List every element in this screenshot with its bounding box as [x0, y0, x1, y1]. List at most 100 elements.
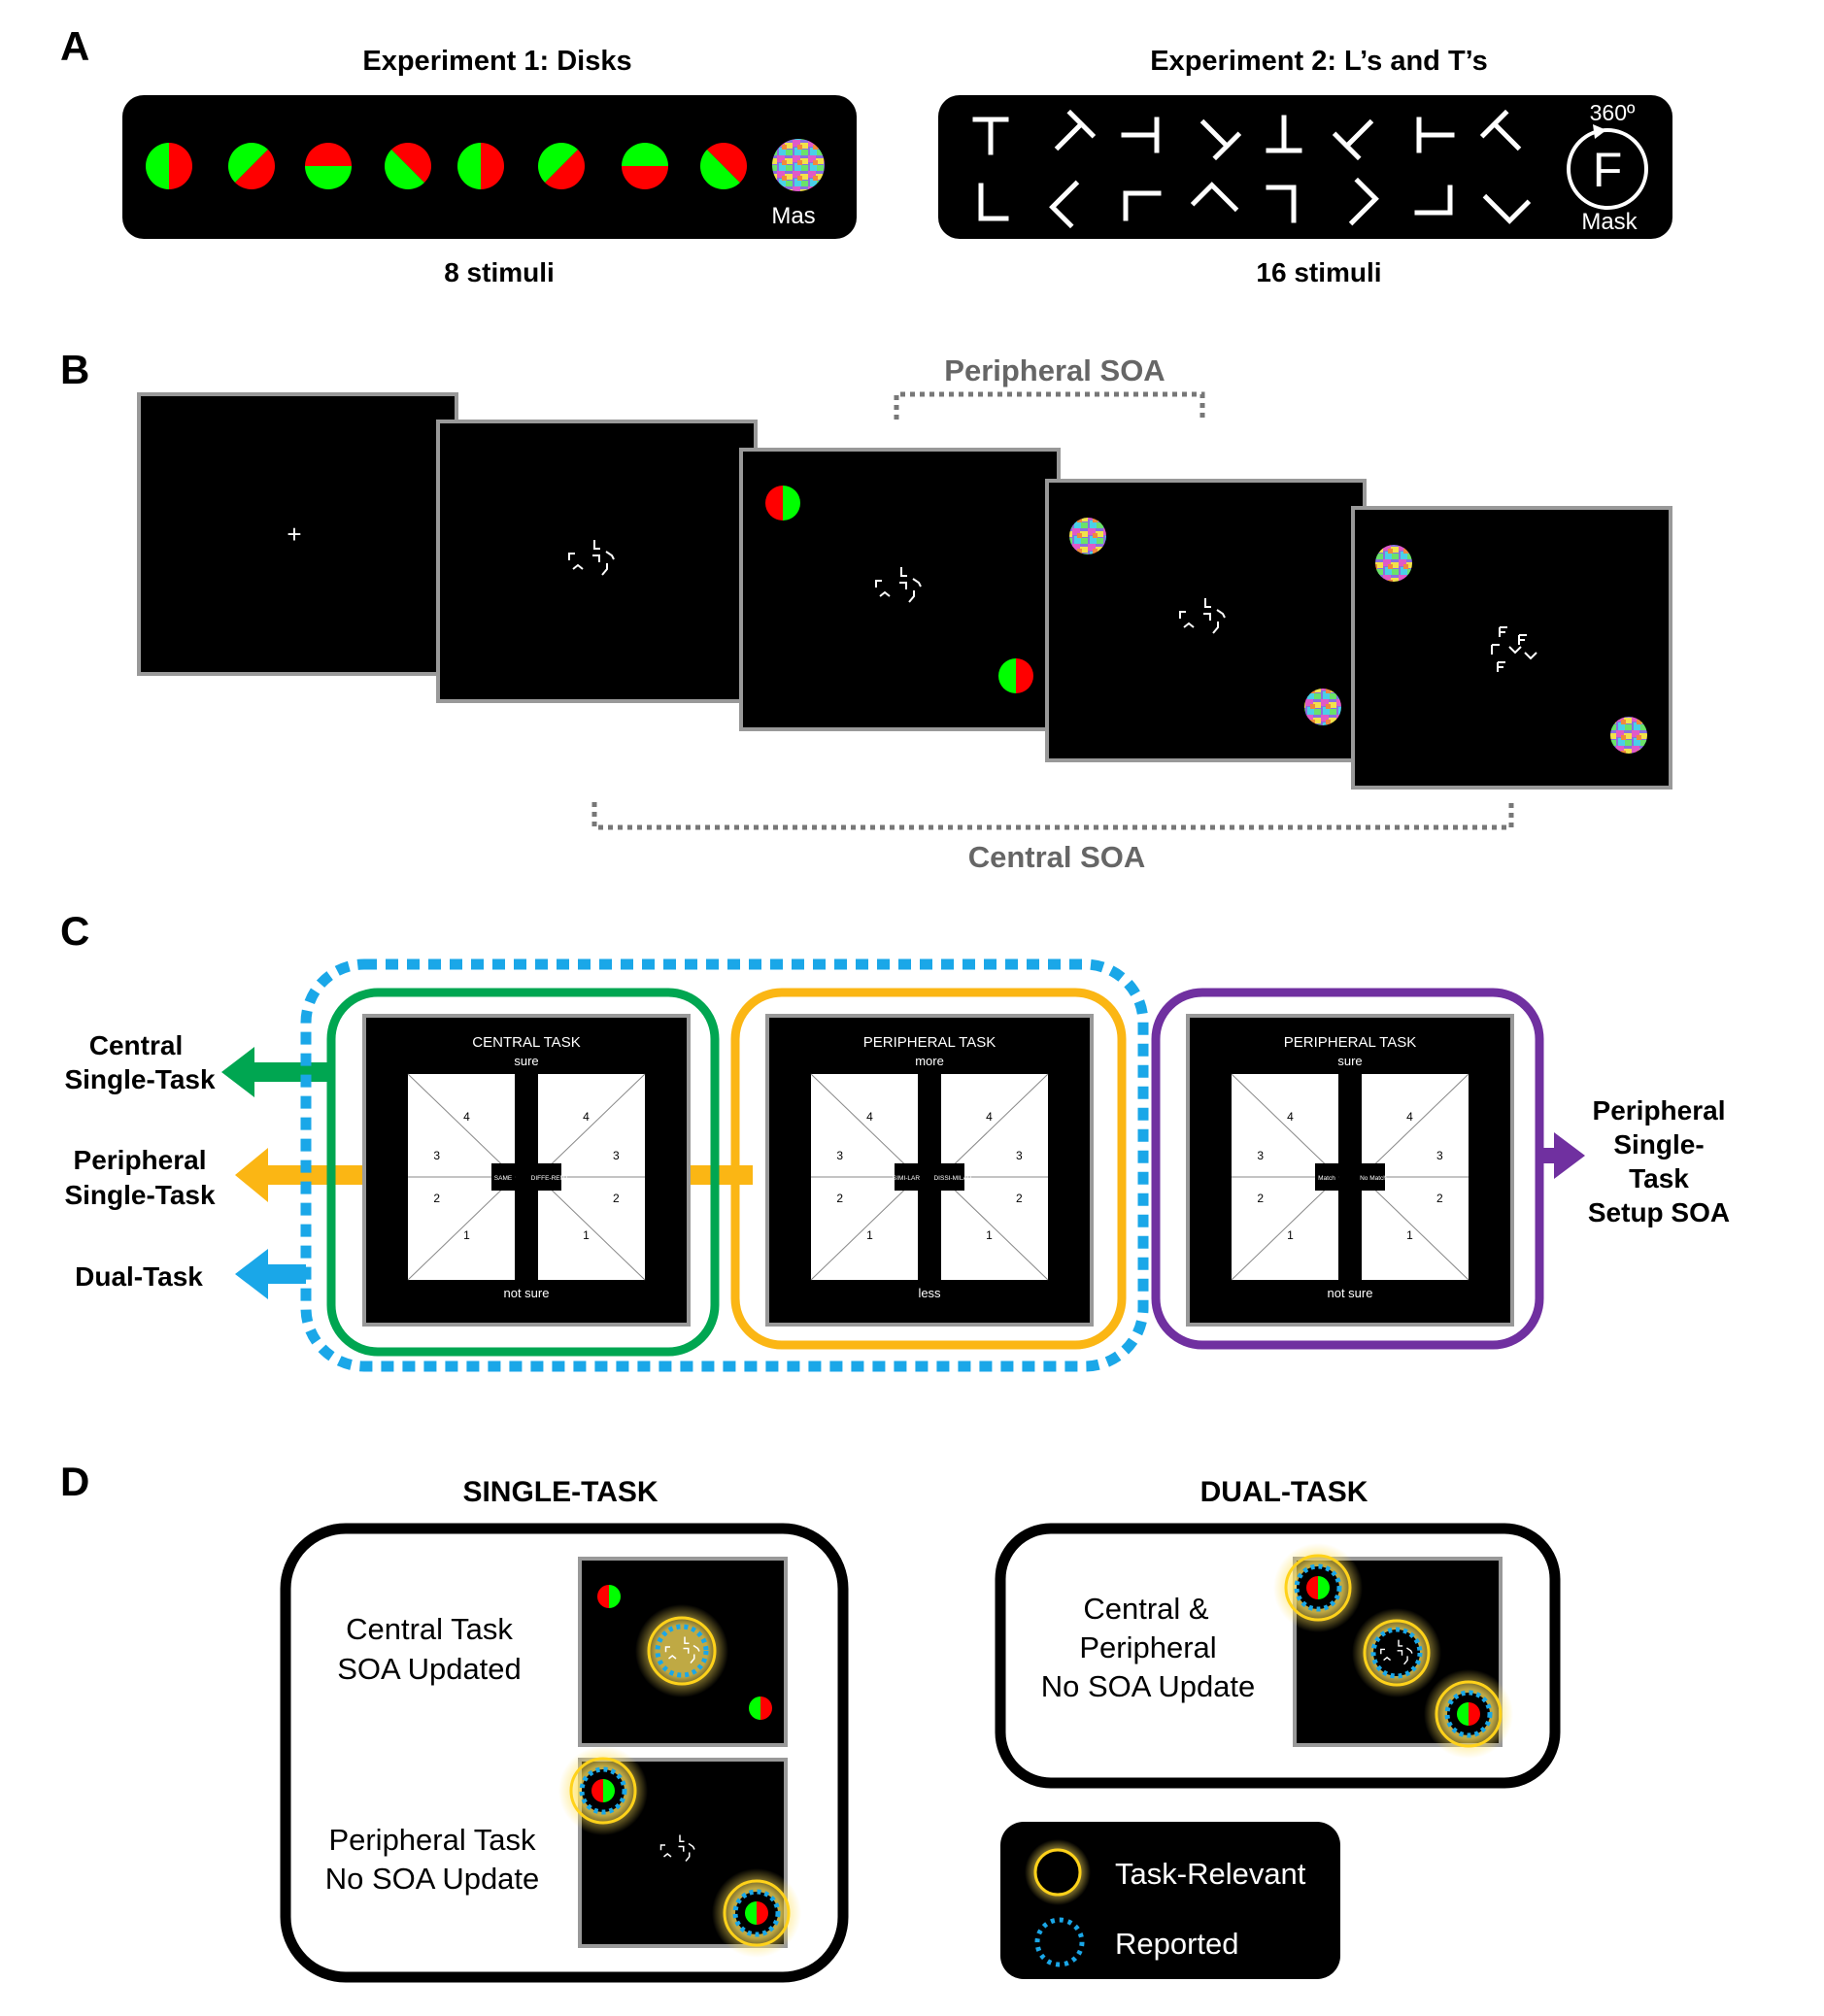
peripheral-setup-outline — [1151, 988, 1544, 1350]
dual-task-outline — [300, 958, 1149, 1372]
confidence-level: 3 — [1257, 1149, 1264, 1162]
confidence-level: 1 — [1287, 1228, 1294, 1242]
confidence-level: 4 — [986, 1110, 993, 1124]
frame-1 — [137, 392, 458, 676]
confidence-level: 2 — [836, 1192, 843, 1205]
legend-reported-label: Reported — [1115, 1927, 1239, 1961]
confidence-level: 4 — [1406, 1110, 1413, 1124]
disk-stimulus — [146, 143, 192, 189]
confidence-level: 1 — [583, 1228, 590, 1242]
split-disk — [1306, 1576, 1330, 1599]
split-disk — [1457, 1702, 1480, 1726]
central-updated-line1: Central Task — [346, 1612, 513, 1646]
screen-top-label: sure — [514, 1054, 538, 1068]
label-central-line2: Single-Task — [64, 1064, 216, 1094]
T-stimulus — [1332, 118, 1374, 161]
L-stimulus — [1414, 185, 1453, 216]
frame-3-disk-top — [765, 486, 800, 521]
T-stimulus — [1266, 115, 1302, 153]
screen-title: PERIPHERAL TASK — [863, 1034, 996, 1051]
disk-stimulus — [228, 143, 275, 189]
disk-stimulus — [457, 143, 504, 189]
dual-central-letters — [1352, 1608, 1441, 1697]
confidence-level: 4 — [463, 1110, 470, 1124]
disk-stimuli — [146, 143, 747, 189]
label-setup-line3: Task — [1629, 1163, 1689, 1193]
svg-text:Match: Match — [1318, 1175, 1335, 1182]
legend-relevant-label: Task-Relevant — [1115, 1857, 1306, 1891]
screen-title: CENTRAL TASK — [472, 1034, 580, 1051]
single-disk-top — [597, 1585, 621, 1608]
T-stimulus — [972, 117, 1009, 155]
label-dual-task: Dual-Task — [75, 1261, 203, 1292]
panel-letter-c: C — [60, 908, 89, 954]
dual-disk-top — [1273, 1543, 1363, 1632]
exp1-title: Experiment 1: Disks — [362, 46, 631, 77]
panel-c: Central Single-Task Peripheral Single-Ta… — [64, 958, 1730, 1372]
peripheral-highlighted-disks — [558, 1746, 801, 1958]
dual-task-title: DUAL-TASK — [1200, 1476, 1368, 1508]
right-response-button[interactable]: DISSI-MILAR — [933, 1163, 972, 1191]
dual-highlighted-items — [1273, 1543, 1513, 1759]
screen-bottom-label: less — [918, 1286, 941, 1300]
label-setup-line2: Single- — [1613, 1129, 1704, 1159]
exp2-mask-label: Mask — [1581, 209, 1638, 235]
confidence-level: 1 — [986, 1228, 993, 1242]
label-central-line1: Central — [89, 1030, 183, 1060]
T-stimulus — [1054, 109, 1097, 151]
label-setup-line1: Peripheral — [1593, 1095, 1726, 1126]
left-response-button[interactable]: Match — [1315, 1163, 1338, 1191]
panel-b: Peripheral SOA + Central SOA — [137, 353, 1672, 874]
confidence-level: 4 — [866, 1110, 873, 1124]
panel-letter-b: B — [60, 347, 89, 392]
label-setup-line4: Setup SOA — [1588, 1197, 1730, 1227]
label-peripheral-line2: Single-Task — [64, 1180, 216, 1210]
central-soa-bracket — [591, 802, 1514, 830]
peripheral-task-outline — [730, 988, 1127, 1350]
left-response-button[interactable]: SIMI-LAR — [893, 1163, 920, 1191]
confidence-level: 2 — [1436, 1192, 1443, 1205]
disk-stimulus — [622, 143, 668, 189]
dual-text-line2: Peripheral — [1079, 1630, 1216, 1664]
split-disk — [591, 1779, 615, 1802]
T-stimulus — [1121, 117, 1160, 153]
fixation-cross: + — [287, 520, 301, 549]
disk-stimulus — [700, 143, 747, 189]
right-response-button[interactable]: No Match — [1360, 1163, 1387, 1191]
L-stimulus — [1190, 182, 1239, 213]
mask-letter: F — [1593, 143, 1623, 197]
svg-text:No Match: No Match — [1360, 1175, 1387, 1182]
confidence-level: 3 — [1436, 1149, 1443, 1162]
central-soa-label: Central SOA — [968, 840, 1146, 874]
screen-title: PERIPHERAL TASK — [1284, 1034, 1416, 1051]
confidence-level: 3 — [433, 1149, 440, 1162]
confidence-level: 2 — [433, 1192, 440, 1205]
screen-top-label: more — [915, 1054, 944, 1068]
right-response-button[interactable]: DIFFE-RENT — [531, 1163, 569, 1191]
confidence-level: 3 — [836, 1149, 843, 1162]
exp2-title: Experiment 2: L’s and T’s — [1150, 46, 1488, 77]
confidence-level: 3 — [613, 1149, 620, 1162]
confidence-level: 3 — [1016, 1149, 1023, 1162]
L-stimulus — [1348, 177, 1379, 226]
frame-2 — [436, 420, 758, 703]
dual-task-arrow — [235, 1249, 306, 1299]
single-task-title: SINGLE-TASK — [462, 1476, 658, 1508]
L-stimulus — [1049, 180, 1080, 229]
panel-letter-d: D — [60, 1459, 89, 1504]
left-response-button[interactable]: SAME — [491, 1163, 515, 1191]
disk-stimulus — [538, 143, 585, 189]
rotation-label: 360º — [1590, 100, 1636, 125]
central-reported-ring — [655, 1624, 709, 1678]
disk-stimulus — [385, 143, 431, 189]
svg-text:DIFFE-RENT: DIFFE-RENT — [531, 1175, 569, 1182]
confidence-level: 1 — [866, 1228, 873, 1242]
central-task-outline — [326, 988, 720, 1357]
label-peripheral-line1: Peripheral — [74, 1145, 207, 1175]
dual-text-line3: No SOA Update — [1041, 1669, 1256, 1703]
exp1-stimulus-count: 8 stimuli — [444, 257, 555, 287]
legend-relevant-icon — [1033, 1848, 1082, 1897]
confidence-level: 4 — [583, 1110, 590, 1124]
